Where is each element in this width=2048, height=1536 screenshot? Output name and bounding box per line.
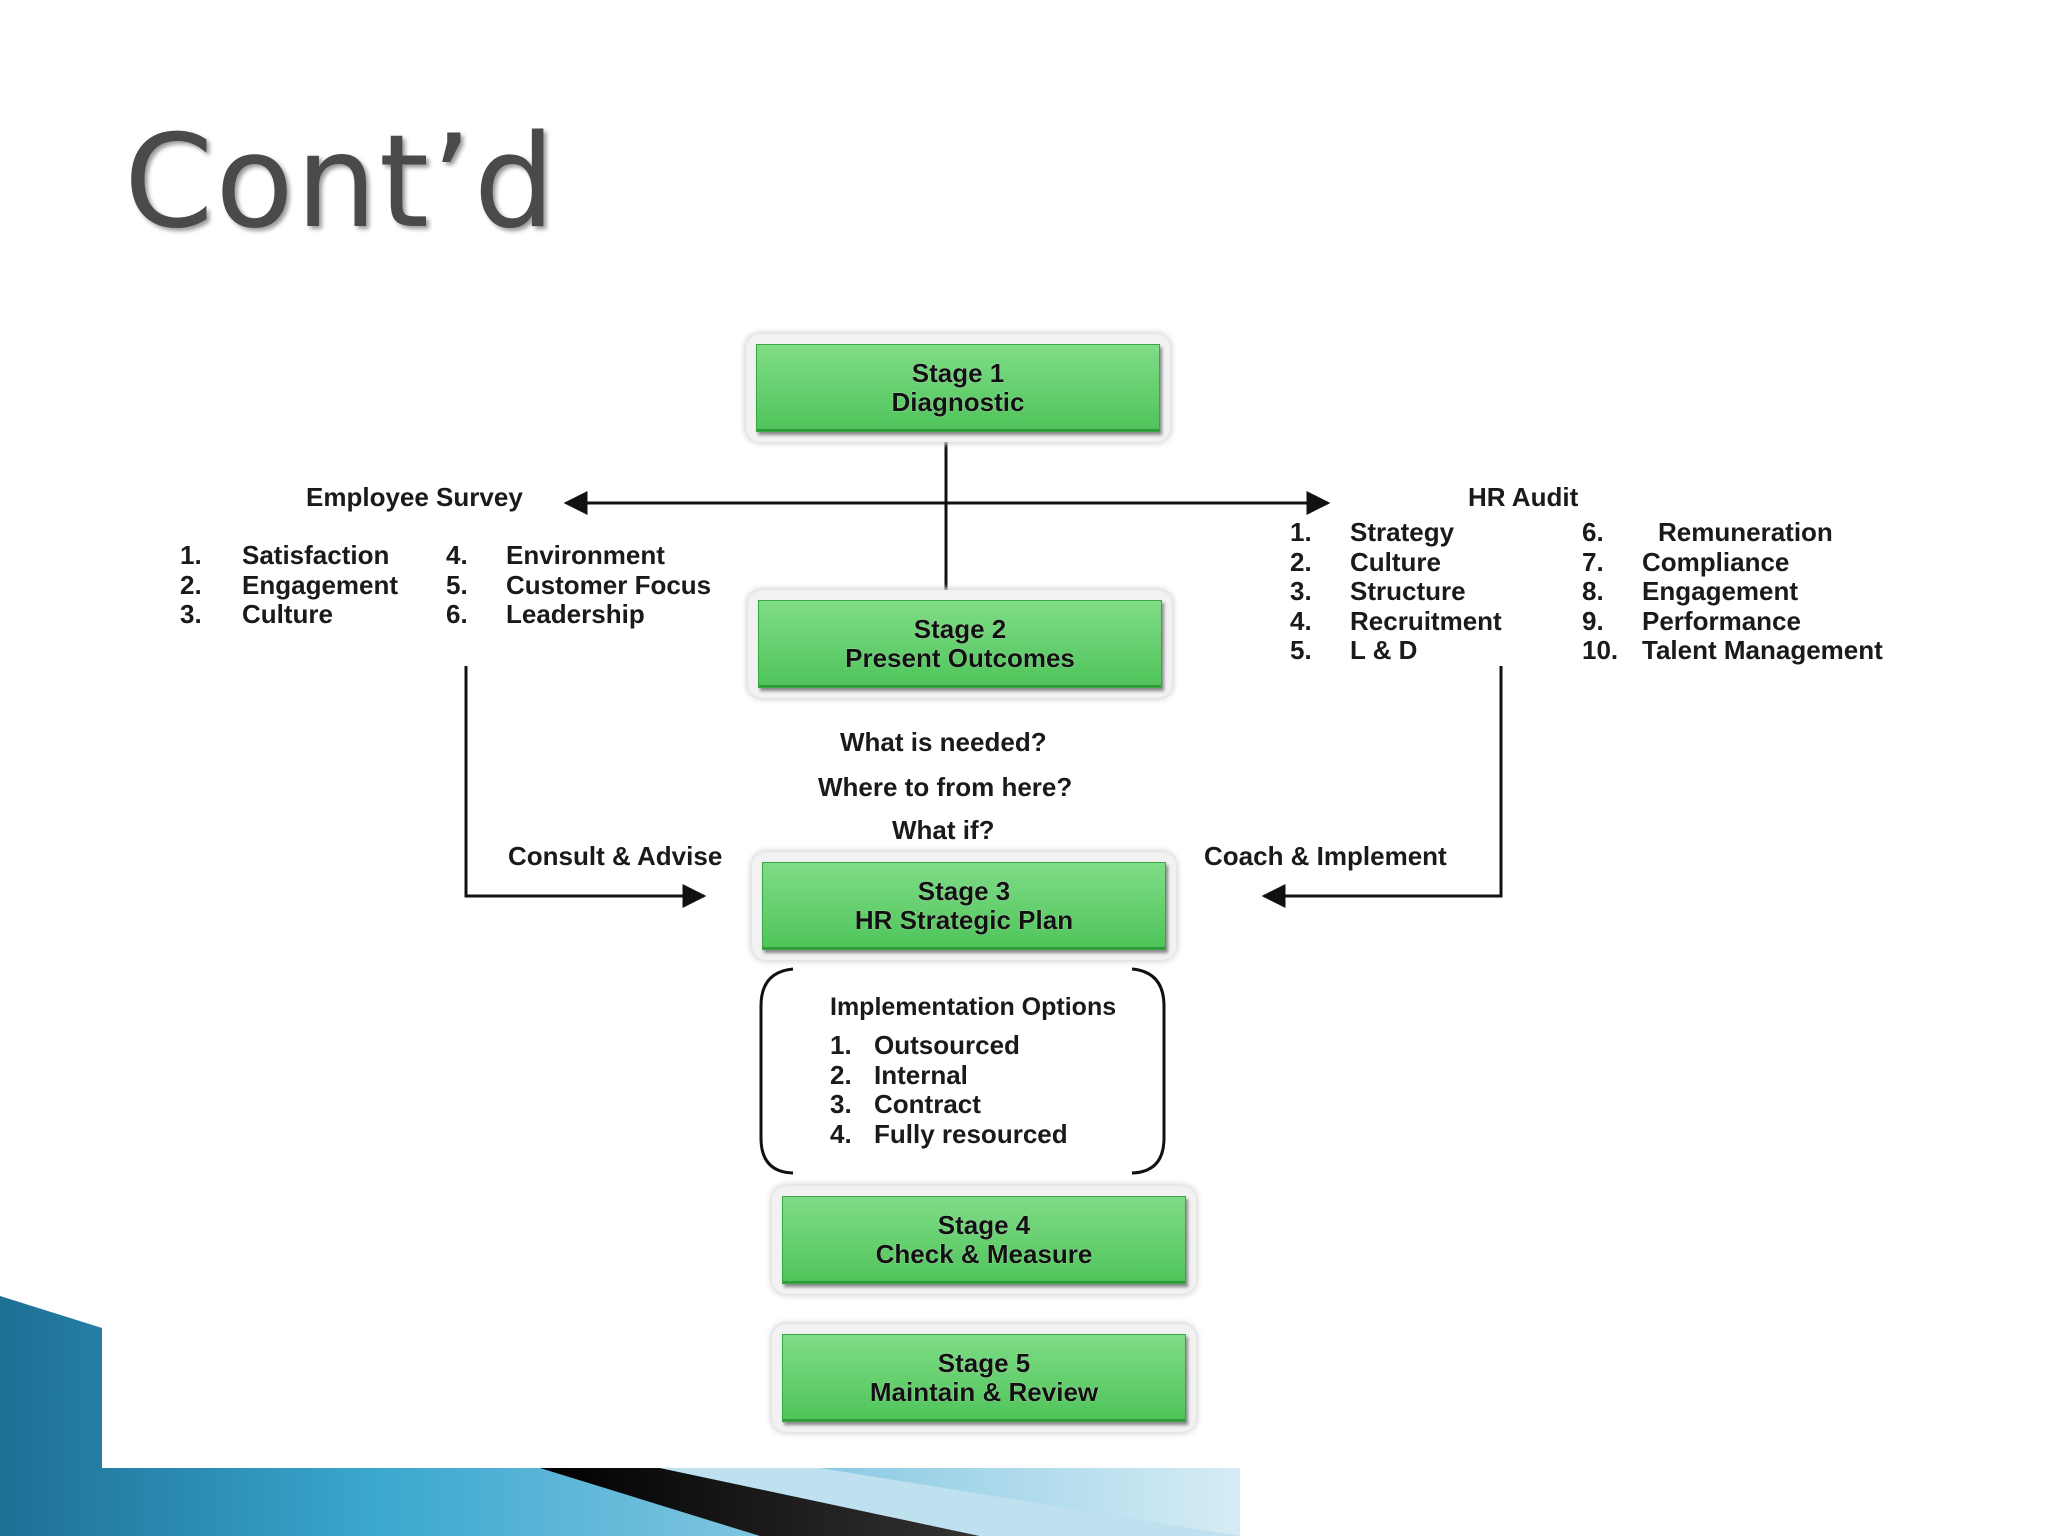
hr-audit-title: HR Audit [1468, 482, 1579, 512]
stage-4-box: Stage 4 Check & Measure [772, 1186, 1196, 1294]
stage-3-name: HR Strategic Plan [854, 905, 1074, 935]
implementation-options-list: 1.Outsourced 2.Internal 3.Contract 4.Ful… [830, 1030, 1068, 1149]
bracket-lines [759, 967, 1166, 1175]
stage-1-name: Diagnostic [891, 387, 1025, 417]
coach-implement-label: Coach & Implement [1204, 841, 1447, 871]
employee-survey-list-right: 4.Environment 5.Customer Focus 6.Leaders… [446, 540, 712, 630]
stage-3-box: Stage 3 HR Strategic Plan [752, 852, 1176, 960]
list-item: 9.Performance [1582, 605, 1801, 636]
list-item: 7.Compliance [1582, 546, 1790, 577]
list-item: 6.Leadership [446, 599, 645, 629]
list-item: 2.Engagement [180, 569, 399, 600]
slide-title: Cont’d [124, 108, 557, 257]
stage-5-name: Maintain & Review [869, 1377, 1099, 1407]
list-item: 1.Outsourced [830, 1030, 1020, 1060]
question-needed: What is needed? [840, 727, 1047, 757]
list-item: 2.Culture [1290, 546, 1441, 577]
list-item: 8.Engagement [1582, 576, 1799, 606]
list-item: 6.Remuneration [1582, 517, 1833, 547]
list-item: 1.Strategy [1290, 517, 1455, 547]
implementation-options-title: Implementation Options [830, 993, 1117, 1021]
hr-audit-list-left: 1.Strategy 2.Culture 3.Structure 4.Recru… [1290, 517, 1502, 666]
list-item: 5.L & D [1290, 635, 1418, 665]
list-item: 4.Recruitment [1290, 605, 1502, 636]
decorative-swoosh [0, 1296, 1240, 1536]
list-item: 3.Culture [180, 599, 333, 629]
list-item: 4.Environment [446, 540, 665, 570]
stage-2-number: Stage 2 [913, 614, 1007, 644]
list-item: 3.Contract [830, 1089, 981, 1119]
question-where: Where to from here? [818, 772, 1073, 802]
stage-1-box: Stage 1 Diagnostic [746, 334, 1170, 442]
stage-2-name: Present Outcomes [845, 643, 1075, 673]
list-item: 1.Satisfaction [180, 540, 390, 570]
question-what-if: What if? [892, 815, 995, 845]
list-item: 3.Structure [1290, 576, 1466, 606]
list-item: 4.Fully resourced [830, 1118, 1068, 1149]
stage-4-number: Stage 4 [937, 1210, 1031, 1240]
list-item: 2.Internal [830, 1059, 968, 1090]
stage-1-number: Stage 1 [911, 358, 1005, 388]
stage-2-box: Stage 2 Present Outcomes [748, 590, 1172, 698]
stage-5-number: Stage 5 [937, 1348, 1031, 1378]
hr-audit-list-right: 6.Remuneration 7.Compliance 8.Engagement… [1582, 517, 1883, 666]
consult-advise-label: Consult & Advise [508, 841, 723, 871]
employee-survey-list-left: 1.Satisfaction 2.Engagement 3.Culture [180, 540, 399, 630]
stage-4-name: Check & Measure [875, 1239, 1093, 1269]
stage-5-box: Stage 5 Maintain & Review [772, 1324, 1196, 1432]
employee-survey-title: Employee Survey [306, 482, 523, 512]
implementation-options-box [757, 966, 1168, 1176]
list-item: 10.Talent Management [1582, 635, 1883, 665]
list-item: 5.Customer Focus [446, 569, 712, 600]
stage-3-number: Stage 3 [917, 876, 1011, 906]
